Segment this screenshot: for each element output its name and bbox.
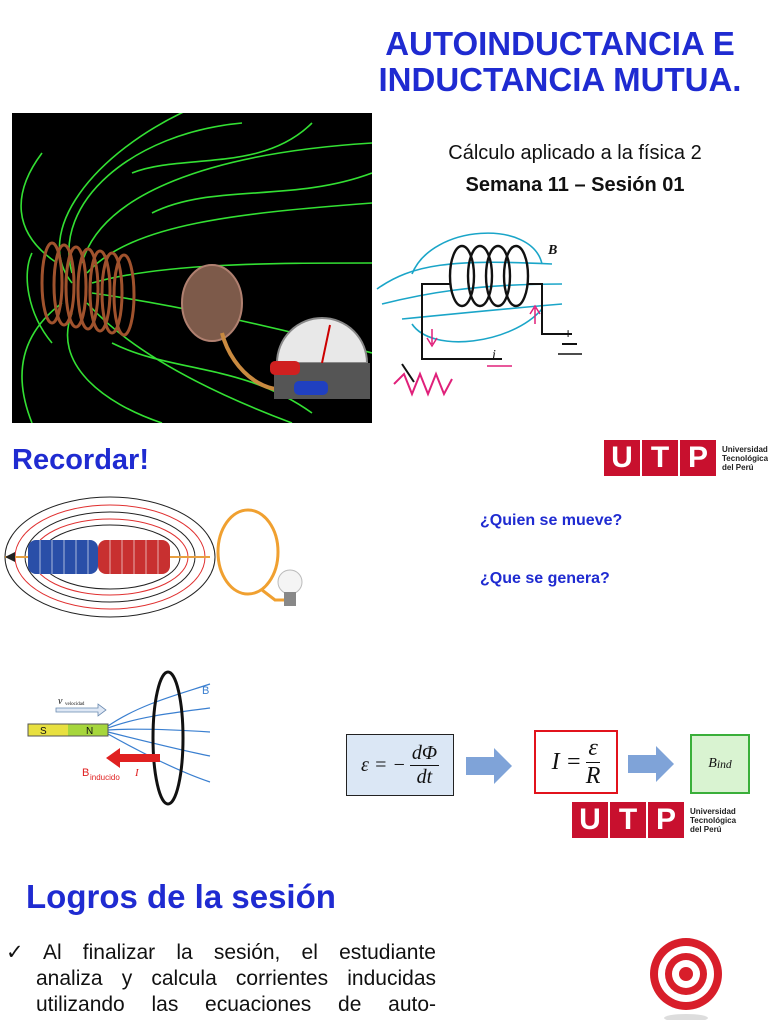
solenoid-body	[28, 540, 170, 574]
current-equation-box: I = ε R	[534, 730, 618, 794]
arrow-right-icon	[466, 748, 512, 784]
utp-logo-secondary: U T P Universidad Tecnológica del Perú	[572, 802, 736, 838]
check-icon: ✓	[6, 941, 39, 964]
inductance-field-image	[12, 113, 372, 423]
current-lhs: I =	[552, 749, 582, 776]
emf-equation-box: ε = − dΦ dt	[346, 734, 454, 796]
resistor	[394, 374, 452, 394]
utp-line-1-2: Universidad	[690, 807, 736, 816]
utp-letter-u: U	[604, 440, 642, 476]
question-what-generated: ¿Que se genera?	[480, 570, 610, 588]
utp-line-3: del Perú	[722, 463, 768, 472]
utp-logo: U T P Universidad Tecnológica del Perú	[604, 440, 768, 476]
logros-line-1-text: Al finalizar la sesión, el estudiante	[43, 941, 436, 964]
solenoid-bulb-figure	[0, 482, 320, 622]
b-ind-sub: ind	[717, 758, 732, 771]
current-fraction: ε R	[586, 735, 601, 790]
slide-title: AUTOINDUCTANCIA E INDUCTANCIA MUTUA.	[360, 26, 760, 98]
pole-s-label: S	[40, 726, 47, 737]
emf-lhs: ε = −	[361, 754, 406, 777]
utp-logo-text-secondary: Universidad Tecnológica del Perú	[690, 807, 736, 834]
velocity-sub: velocidad	[65, 702, 85, 707]
utp-letter-u-2: U	[572, 802, 610, 838]
b-induced-label: B	[82, 767, 89, 779]
utp-line-1: Universidad	[722, 445, 768, 454]
target-icon	[648, 934, 724, 1020]
utp-line-2-2: Tecnológica	[690, 816, 736, 825]
title-line-1: AUTOINDUCTANCIA E	[360, 26, 760, 62]
emf-denominator: dt	[417, 766, 433, 789]
emf-fraction: dΦ dt	[410, 742, 439, 789]
circuit-diagram: + B i	[372, 214, 592, 414]
magnet-ring-figure: S N v velocidad B inducido I B	[20, 664, 220, 810]
utp-line-2: Tecnológica	[722, 454, 768, 463]
arrow-right-icon-2	[628, 746, 674, 782]
title-line-2: INDUCTANCIA MUTUA.	[360, 62, 760, 98]
utp-letter-p: P	[680, 440, 716, 476]
logros-line-3: utilizando las ecuaciones de auto-	[6, 992, 436, 1018]
current-label: i	[492, 348, 496, 363]
velocity-label: v	[58, 696, 63, 707]
logros-text: ✓Al finalizar la sesión, el estudiante a…	[6, 940, 436, 1018]
coil-right	[182, 265, 242, 341]
session-label: Semana 11 – Sesión 01	[390, 174, 760, 197]
b-label: B	[202, 685, 209, 697]
utp-letter-t-2: T	[610, 802, 648, 838]
recordar-heading: Recordar!	[12, 444, 149, 477]
battery-plus-label: +	[564, 325, 572, 341]
logros-line-1: ✓Al finalizar la sesión, el estudiante	[6, 940, 436, 966]
current-numerator: ε	[586, 735, 599, 763]
induced-current-label: I	[134, 767, 140, 779]
conducting-ring	[153, 672, 183, 804]
utp-line-3-2: del Perú	[690, 825, 736, 834]
loop-wire	[218, 510, 278, 594]
emf-numerator: dΦ	[410, 742, 439, 766]
b-induced-sub: inducido	[90, 773, 120, 782]
coil-windings	[450, 246, 528, 306]
utp-logo-box-secondary: U T P	[572, 802, 684, 838]
b-field-label: B	[547, 243, 557, 258]
utp-logo-text: Universidad Tecnológica del Perú	[722, 445, 768, 472]
utp-letter-p-2: P	[648, 802, 684, 838]
course-name: Cálculo aplicado a la física 2	[390, 142, 760, 165]
logros-heading: Logros de la sesión	[26, 878, 336, 916]
current-denominator: R	[586, 763, 601, 790]
utp-letter-t: T	[642, 440, 680, 476]
magnet-field-lines	[108, 684, 210, 782]
logros-line-2: analiza y calcula corrientes inducidas	[6, 966, 436, 992]
pole-n-label: N	[86, 726, 93, 737]
utp-logo-box: U T P	[604, 440, 716, 476]
left-arrow-icon	[5, 552, 15, 562]
b-ind-symbol: B	[708, 756, 717, 772]
question-who-moves: ¿Quien se mueve?	[480, 512, 622, 530]
